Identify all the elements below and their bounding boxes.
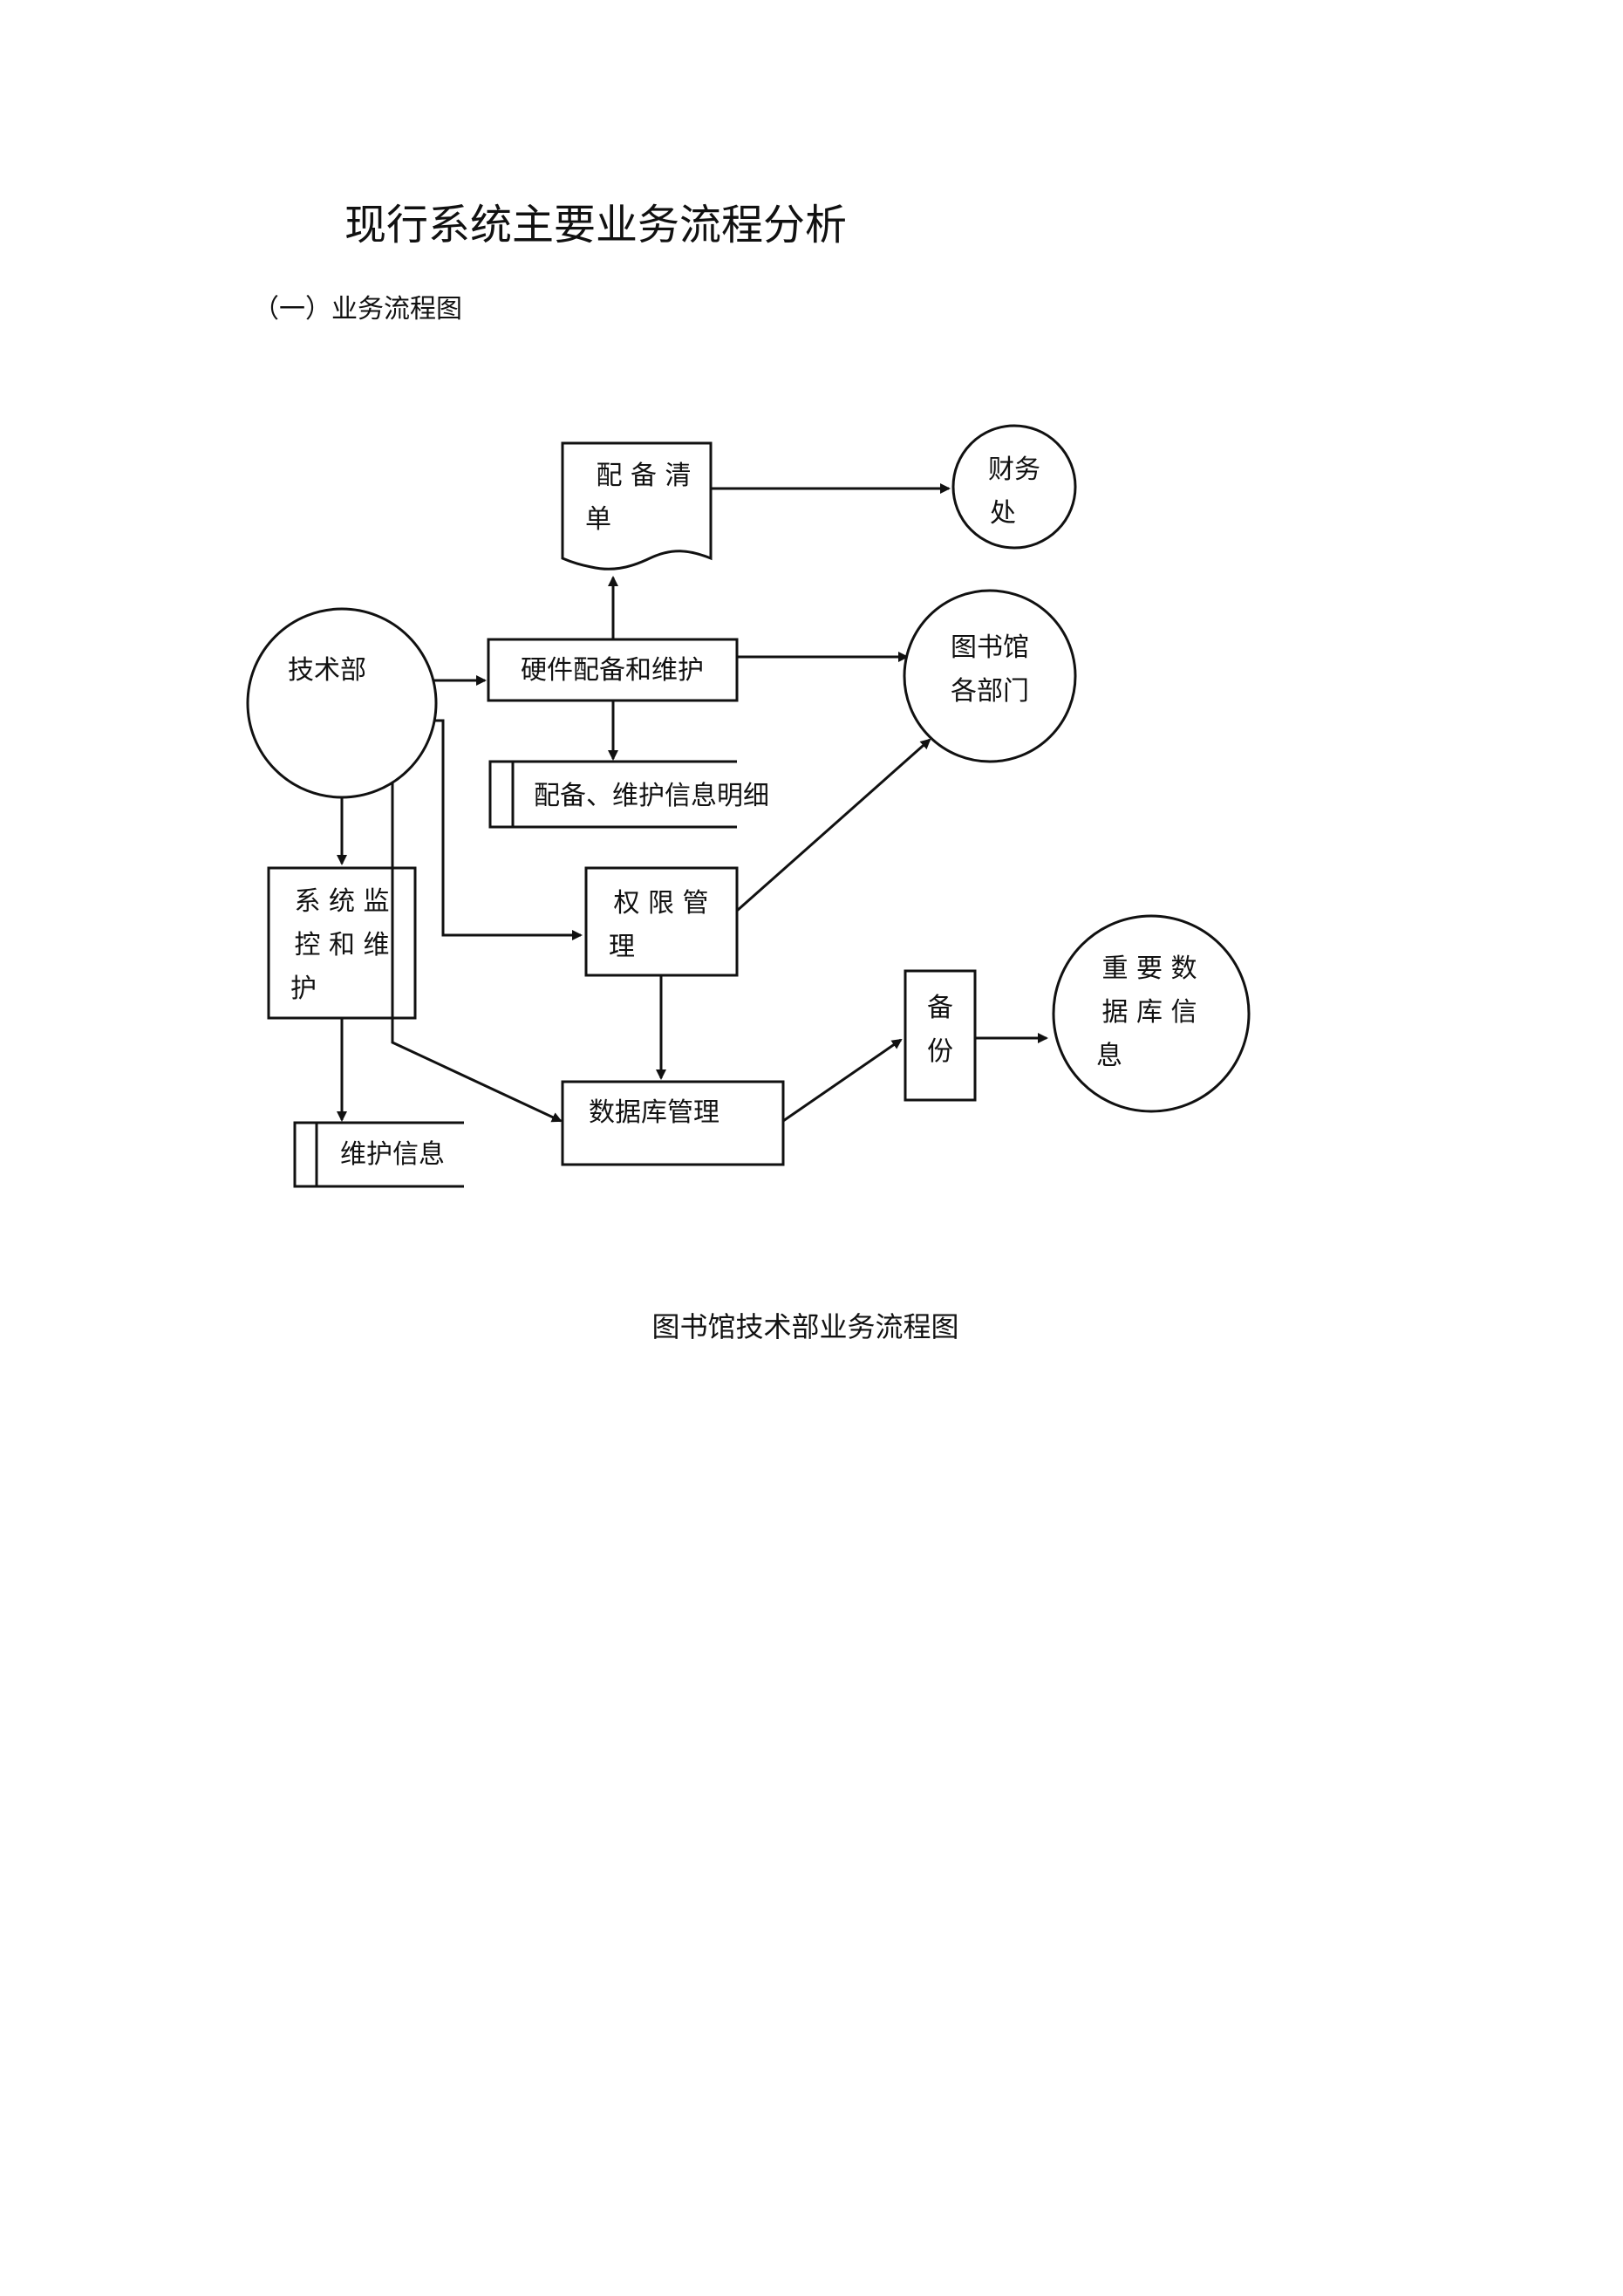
node-system-monitor-label-line-1: 系 统 监 (294, 886, 389, 917)
node-finance-label-line-1: 财务 (988, 454, 1040, 485)
node-tech-dept: 技术部 (246, 607, 438, 799)
node-tech-dept-label-line-1: 技术部 (288, 655, 366, 686)
node-system-monitor: 系 统 监 控 和 维 护 (267, 866, 417, 1020)
node-system-monitor-label-line-3: 护 (290, 974, 317, 1004)
edge-permission-mgmt-to-library-depts (736, 738, 931, 912)
node-permission-mgmt: 权 限 管 理 (584, 866, 739, 977)
node-permission-mgmt-label-line-1: 权 限 管 (613, 888, 708, 919)
node-library-depts-label-line-2: 各部门 (951, 676, 1029, 707)
node-backup-label-line-2: 份 (927, 1036, 953, 1067)
node-equip-maint-details: 配备、维护信息明细 (488, 760, 769, 829)
figure-caption: 图书馆技术部业务流程图 (0, 1309, 1623, 1345)
edge-db-mgmt-to-backup (782, 1038, 903, 1123)
node-db-mgmt: 数据库管理 (561, 1080, 785, 1166)
node-important-db-info-label-line-3: 息 (1096, 1041, 1122, 1071)
node-equipment-list: 配 备 清 单 (561, 441, 713, 571)
node-equipment-list-label-line-2: 单 (585, 504, 611, 535)
business-flow-diagram: 技术部 财务 处 图书馆 各部门 重 要 数 据 库 信 息 配 备 清 单 硬… (246, 424, 1251, 1188)
figure-caption-text: 图书馆技术部业务流程图 (651, 1310, 959, 1343)
node-important-db-info-label-line-1: 重 要 数 (1101, 953, 1197, 984)
node-finance: 财务 处 (951, 424, 1077, 550)
node-backup-label-line-1: 备 (927, 993, 953, 1023)
node-finance-label-line-2: 处 (990, 498, 1016, 529)
node-equip-maint-details-label-line-1: 配备、维护信息明细 (534, 781, 769, 811)
node-backup: 备 份 (904, 969, 977, 1102)
page-title: 现行系统主要业务流程分析 (344, 201, 848, 249)
node-hardware-maint-label-line-1: 硬件配备和维护 (521, 655, 704, 686)
edge-tech-dept-to-db-mgmt (391, 741, 563, 1123)
node-library-depts: 图书馆 各部门 (903, 589, 1077, 763)
node-important-db-info: 重 要 数 据 库 信 息 (1052, 914, 1251, 1113)
node-db-mgmt-label-line-1: 数据库管理 (589, 1097, 719, 1128)
node-maint-info-label-line-1: 维护信息 (340, 1139, 445, 1170)
node-maint-info: 维护信息 (293, 1121, 464, 1188)
node-hardware-maint: 硬件配备和维护 (487, 638, 739, 702)
node-equipment-list-label-line-1: 配 备 清 (596, 461, 691, 491)
node-important-db-info-label-line-2: 据 库 信 (1101, 997, 1197, 1028)
node-system-monitor-label-line-2: 控 和 维 (294, 930, 389, 960)
section-heading: （一）业务流程图 (253, 294, 462, 325)
node-library-depts-label-line-1: 图书馆 (951, 632, 1029, 663)
node-permission-mgmt-label-line-2: 理 (609, 932, 635, 962)
